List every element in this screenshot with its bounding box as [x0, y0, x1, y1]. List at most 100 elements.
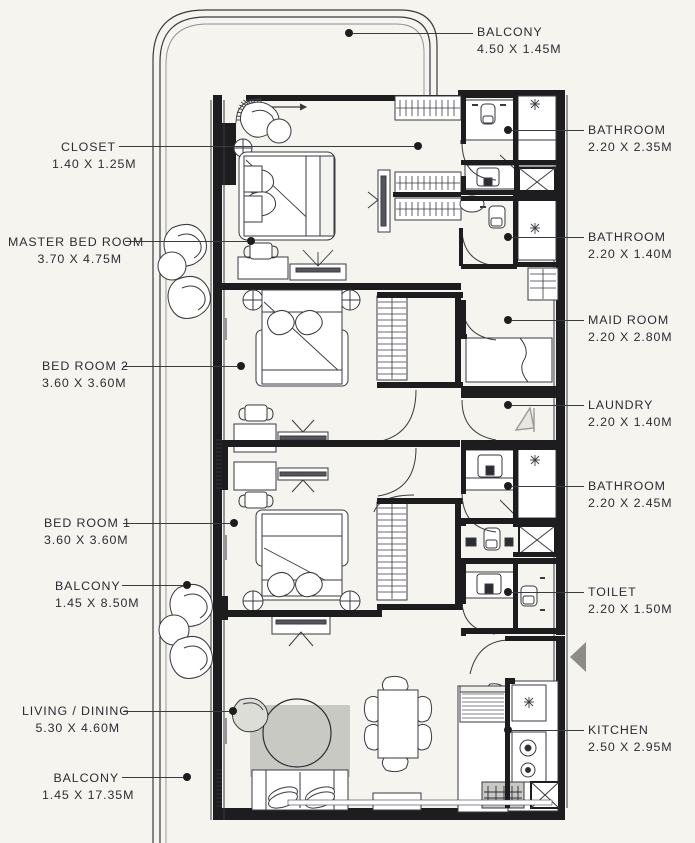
maid-room-furniture	[461, 267, 559, 383]
room-name: MASTER BED ROOM	[8, 235, 145, 249]
bedroom-2-furniture	[233, 289, 417, 509]
leader-dot-closet	[414, 142, 422, 150]
room-label-balcony-top[interactable]: BALCONY 4.50 X 1.45M	[477, 24, 562, 57]
room-name: BALCONY	[53, 771, 119, 785]
leader-dot-laundry	[504, 401, 512, 409]
room-name: LIVING / DINING	[22, 704, 130, 718]
room-dimensions: 2.20 X 2.35M	[588, 139, 673, 154]
leader-dot-bed-room-1	[230, 519, 238, 527]
laundry-walls	[461, 392, 557, 446]
room-dimensions: 2.20 X 1.50M	[588, 601, 673, 616]
leader-line-bed-room-2	[123, 366, 237, 367]
balcony-furniture	[157, 223, 213, 679]
room-dimensions: 2.20 X 1.40M	[588, 246, 673, 261]
room-name: BED ROOM 1	[44, 516, 131, 530]
room-dimensions: 1.45 X 8.50M	[55, 595, 140, 610]
room-label-closet[interactable]: CLOSET 1.40 X 1.25M	[52, 139, 137, 172]
room-dimensions: 3.60 X 3.60M	[44, 532, 129, 547]
room-label-bed-room-1[interactable]: BED ROOM 1 3.60 X 3.60M	[44, 515, 131, 548]
leader-dot-maid-room	[504, 316, 512, 324]
room-label-kitchen[interactable]: KITCHEN 2.50 X 2.95M	[588, 722, 673, 755]
bedroom-1-furniture	[242, 494, 415, 647]
leader-line-balcony-top	[353, 33, 473, 34]
room-label-master-bed-room[interactable]: MASTER BED ROOM 3.70 X 4.75M	[8, 234, 145, 267]
laundry-door	[461, 399, 497, 441]
room-dimensions: 3.60 X 3.60M	[42, 375, 127, 390]
master-bedroom-partition	[222, 283, 461, 290]
leader-dot-bed-room-2	[237, 362, 245, 370]
bedroom-1-partition	[222, 498, 463, 620]
leader-dot-balcony-top	[345, 29, 353, 37]
leader-line-maid-room	[512, 320, 584, 321]
room-label-living-dining[interactable]: LIVING / DINING 5.30 X 4.60M	[22, 703, 130, 736]
master-bedroom-furniture	[233, 95, 462, 281]
room-dimensions: 2.20 X 1.40M	[588, 414, 673, 429]
room-label-bed-room-2[interactable]: BED ROOM 2 3.60 X 3.60M	[42, 358, 129, 391]
leader-line-toilet	[512, 592, 584, 593]
room-name: MAID ROOM	[588, 313, 670, 327]
toilet-fixtures	[461, 571, 545, 635]
room-label-maid-room[interactable]: MAID ROOM 2.20 X 2.80M	[588, 312, 673, 345]
bottom-sill	[287, 799, 553, 806]
room-label-laundry[interactable]: LAUNDRY 2.20 X 1.40M	[588, 397, 673, 430]
maid-room-walls	[461, 300, 557, 392]
room-name: BATHROOM	[588, 123, 666, 137]
leader-dot-bathroom-3	[504, 482, 512, 490]
room-label-balcony-left-upper[interactable]: BALCONY 1.45 X 8.50M	[55, 578, 140, 611]
leader-line-living-dining	[123, 711, 229, 712]
leader-line-closet	[119, 146, 414, 147]
room-dimensions: 2.50 X 2.95M	[588, 739, 673, 754]
living-dining-furniture	[232, 675, 433, 811]
leader-dot-living-dining	[229, 707, 237, 715]
room-name: BED ROOM 2	[42, 359, 129, 373]
leader-dot-bathroom-2	[504, 233, 512, 241]
kitchen-fixtures	[457, 680, 560, 813]
leader-dot-balcony-left-lower	[183, 773, 191, 781]
room-name: LAUNDRY	[588, 398, 654, 412]
room-dimensions: 1.40 X 1.25M	[52, 156, 137, 171]
room-name: BALCONY	[55, 579, 121, 593]
room-name: BALCONY	[477, 25, 543, 39]
wall-hatch-left	[216, 439, 222, 807]
room-label-bathroom-2[interactable]: BATHROOM 2.20 X 1.40M	[588, 229, 673, 262]
leader-line-bathroom-2	[512, 237, 584, 238]
leader-dot-toilet	[504, 588, 512, 596]
room-dimensions: 5.30 X 4.60M	[35, 720, 120, 735]
kitchen-walls	[505, 678, 515, 808]
bathroom-1-fixtures	[460, 95, 557, 197]
leader-dot-master-bed-room	[247, 237, 255, 245]
room-dimensions: 2.20 X 2.45M	[588, 495, 673, 510]
entrance-direction-triangle	[570, 642, 586, 672]
room-dimensions: 3.70 X 4.75M	[37, 251, 122, 266]
leader-line-master-bed-room	[125, 241, 247, 242]
leader-dot-balcony-left-upper	[183, 581, 191, 589]
leader-line-bed-room-1	[123, 523, 230, 524]
leader-line-balcony-left-lower	[122, 777, 183, 778]
bathroom-3-fixtures	[461, 447, 557, 555]
leader-line-laundry	[512, 405, 584, 406]
room-name: BATHROOM	[588, 230, 666, 244]
leader-line-bathroom-1	[512, 130, 584, 131]
bathroom-3-walls	[461, 444, 557, 557]
room-name: BATHROOM	[588, 479, 666, 493]
room-label-balcony-left-lower[interactable]: BALCONY 1.45 X 17.35M	[42, 770, 135, 803]
room-dimensions: 4.50 X 1.45M	[477, 41, 562, 56]
room-dimensions: 2.20 X 2.80M	[588, 329, 673, 344]
room-label-bathroom-1[interactable]: BATHROOM 2.20 X 2.35M	[588, 122, 673, 155]
room-name: KITCHEN	[588, 723, 649, 737]
leader-dot-bathroom-1	[504, 126, 512, 134]
room-label-bathroom-3[interactable]: BATHROOM 2.20 X 2.45M	[588, 478, 673, 511]
room-dimensions: 1.45 X 17.35M	[42, 787, 135, 802]
room-label-toilet[interactable]: TOILET 2.20 X 1.50M	[588, 584, 673, 617]
bedroom-2-partition	[222, 292, 463, 490]
bathroom-2-walls	[461, 196, 557, 269]
leader-line-balcony-left-upper	[122, 585, 183, 586]
entrance-door	[469, 636, 565, 678]
room-name: TOILET	[588, 585, 637, 599]
bathroom-2-fixtures	[459, 195, 557, 267]
leader-line-bathroom-3	[512, 486, 584, 487]
toilet-walls	[461, 558, 557, 636]
leader-dot-kitchen	[504, 726, 512, 734]
room-name: CLOSET	[61, 140, 116, 154]
